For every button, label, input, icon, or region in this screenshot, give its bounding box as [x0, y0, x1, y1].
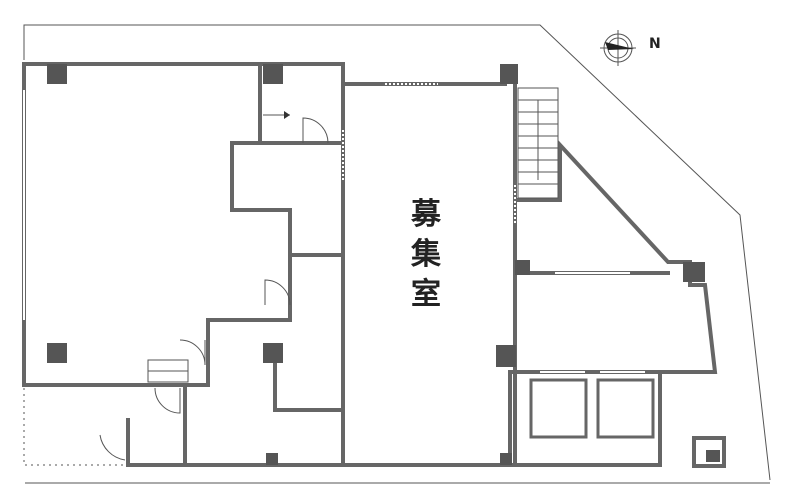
doors: [99, 111, 329, 461]
site-boundary: [23, 24, 771, 484]
windows: [23, 83, 651, 373]
compass-icon: [600, 30, 636, 66]
columns: [47, 64, 705, 465]
room-label: 募集室: [411, 197, 441, 312]
stairs: [517, 87, 559, 199]
north-label: N: [649, 36, 661, 52]
units: [529, 378, 726, 468]
